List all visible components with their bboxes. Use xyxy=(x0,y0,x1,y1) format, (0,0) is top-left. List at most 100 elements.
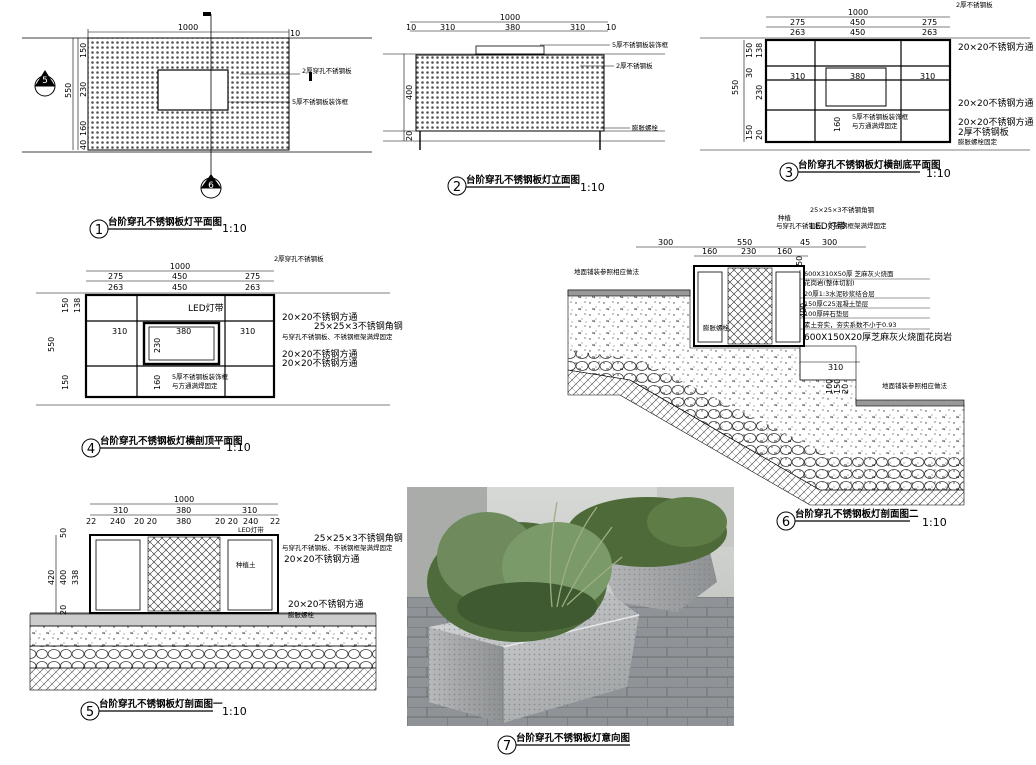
svg-text:420: 420 xyxy=(47,570,56,585)
view-6-section: 300 550 45 300 160 230 160 50 400 310 15… xyxy=(567,205,965,531)
view-3-section-plan: 1000 275 450 275 263 450 263 310 380 310… xyxy=(700,0,1033,182)
svg-text:310: 310 xyxy=(112,327,127,336)
note-perforated-plate: 2厚穿孔不锈钢板 xyxy=(302,66,352,75)
svg-text:4: 4 xyxy=(87,442,95,457)
svg-text:1000: 1000 xyxy=(848,8,868,17)
svg-text:1:10: 1:10 xyxy=(580,181,605,194)
svg-text:1:10: 1:10 xyxy=(222,222,247,235)
svg-text:1:10: 1:10 xyxy=(922,516,947,529)
svg-text:LED灯带: LED灯带 xyxy=(188,303,224,314)
svg-text:275: 275 xyxy=(108,272,123,281)
svg-text:380: 380 xyxy=(505,23,520,32)
svg-text:450: 450 xyxy=(850,28,865,37)
svg-text:20×20不锈钢方通: 20×20不锈钢方通 xyxy=(284,553,359,565)
svg-text:138: 138 xyxy=(73,298,82,313)
svg-text:20 20: 20 20 xyxy=(134,517,157,526)
svg-text:310: 310 xyxy=(790,72,805,81)
svg-text:5厚不锈钢板装饰框: 5厚不锈钢板装饰框 xyxy=(172,372,229,381)
note-frame: 5厚不锈钢板装饰框 xyxy=(292,97,349,106)
svg-text:20 20: 20 20 xyxy=(215,517,238,526)
view-label-6: 6 台阶穿孔不锈钢板灯剖面图二 1:10 xyxy=(776,508,947,531)
svg-text:与穿孔不锈钢板、不锈钢框架满焊固定: 与穿孔不锈钢板、不锈钢框架满焊固定 xyxy=(282,543,393,552)
material-callouts: 600X310X50厚 芝麻灰火烧面 花岗岩(整体切割) 20厚1:3水泥砂浆结… xyxy=(799,269,952,343)
svg-text:450: 450 xyxy=(850,18,865,27)
svg-text:263: 263 xyxy=(922,28,937,37)
perforated-panel xyxy=(415,54,605,132)
svg-text:1000: 1000 xyxy=(500,13,520,22)
view-label-5: 5 台阶穿孔不锈钢板灯剖面图一 1:10 xyxy=(80,698,247,721)
view-2-elevation: 1000 10 310 380 310 10 400 20 5厚不锈钢板装饰框 … xyxy=(383,13,669,196)
svg-text:10: 10 xyxy=(606,23,616,32)
svg-text:50: 50 xyxy=(59,528,68,538)
svg-text:600X310X50厚 芝麻灰火烧面: 600X310X50厚 芝麻灰火烧面 xyxy=(804,269,894,278)
svg-text:450: 450 xyxy=(172,272,187,281)
svg-text:22: 22 xyxy=(86,517,96,526)
svg-text:20×20不锈钢方通: 20×20不锈钢方通 xyxy=(288,598,363,610)
svg-text:2: 2 xyxy=(453,180,461,195)
svg-text:25×25×3不锈钢角钢: 25×25×3不锈钢角钢 xyxy=(810,205,875,214)
svg-text:263: 263 xyxy=(790,28,805,37)
svg-text:3: 3 xyxy=(785,166,793,181)
svg-text:240: 240 xyxy=(243,517,258,526)
svg-text:20: 20 xyxy=(405,131,414,141)
svg-text:160: 160 xyxy=(702,247,717,256)
dim-edge: 10 xyxy=(290,29,300,38)
svg-text:种植: 种植 xyxy=(778,213,792,222)
svg-text:膨胀螺栓: 膨胀螺栓 xyxy=(632,123,659,132)
svg-text:2厚不锈钢板: 2厚不锈钢板 xyxy=(956,0,993,9)
view-label-2: 2 台阶穿孔不锈钢板灯立面图 1:10 xyxy=(447,174,605,196)
svg-text:与方通满焊固定: 与方通满焊固定 xyxy=(172,381,218,390)
svg-text:花岗岩(整体切割): 花岗岩(整体切割) xyxy=(804,278,855,287)
svg-text:160: 160 xyxy=(833,117,842,132)
svg-text:275: 275 xyxy=(790,18,805,27)
svg-text:20: 20 xyxy=(755,130,764,140)
svg-text:550: 550 xyxy=(731,80,740,95)
svg-text:台阶穿孔不锈钢板灯横剖顶平面图: 台阶穿孔不锈钢板灯横剖顶平面图 xyxy=(100,435,243,447)
svg-text:150: 150 xyxy=(61,298,70,313)
svg-text:1000: 1000 xyxy=(174,495,194,504)
section-mark-6: 6 xyxy=(200,174,222,199)
svg-text:150: 150 xyxy=(61,375,70,390)
svg-text:380: 380 xyxy=(176,506,191,515)
svg-text:230: 230 xyxy=(755,85,764,100)
svg-text:400: 400 xyxy=(405,85,414,100)
svg-text:310: 310 xyxy=(440,23,455,32)
svg-text:550: 550 xyxy=(47,337,56,352)
svg-text:与穿孔不锈钢板、不锈钢框架满焊固定: 与穿孔不锈钢板、不锈钢框架满焊固定 xyxy=(776,221,887,230)
svg-text:台阶穿孔不锈钢板灯平面图: 台阶穿孔不锈钢板灯平面图 xyxy=(108,216,222,228)
svg-text:310: 310 xyxy=(240,327,255,336)
dim-width: 1000 xyxy=(178,23,198,32)
svg-text:1:10: 1:10 xyxy=(926,167,951,180)
svg-text:310: 310 xyxy=(828,363,843,372)
svg-text:263: 263 xyxy=(245,283,260,292)
svg-text:150: 150 xyxy=(745,43,754,58)
svg-text:20×20不锈钢方通: 20×20不锈钢方通 xyxy=(958,41,1033,53)
svg-text:300: 300 xyxy=(658,238,673,247)
section-mark-5: 5 xyxy=(34,70,56,97)
planting-soil xyxy=(727,267,773,345)
svg-text:138: 138 xyxy=(755,43,764,58)
svg-text:20×20不锈钢方通: 20×20不锈钢方通 xyxy=(958,97,1033,109)
svg-text:50: 50 xyxy=(795,256,804,266)
svg-text:台阶穿孔不锈钢板灯剖面图一: 台阶穿孔不锈钢板灯剖面图一 xyxy=(99,698,223,710)
svg-text:550: 550 xyxy=(737,238,752,247)
dim-v150: 150 xyxy=(79,43,88,58)
view-1-plan: 1000 10 150 550 230 160 40 2厚穿孔不锈钢板 5厚不锈… xyxy=(22,12,372,239)
svg-text:台阶穿孔不锈钢板灯意向图: 台阶穿孔不锈钢板灯意向图 xyxy=(516,732,630,744)
svg-text:380: 380 xyxy=(176,327,191,336)
svg-text:300: 300 xyxy=(822,238,837,247)
svg-text:338: 338 xyxy=(71,570,80,585)
svg-text:台阶穿孔不锈钢板灯立面图: 台阶穿孔不锈钢板灯立面图 xyxy=(466,174,580,186)
svg-text:600X150X20厚芝麻灰火烧面花岗岩: 600X150X20厚芝麻灰火烧面花岗岩 xyxy=(804,331,952,343)
svg-text:地面铺装参照相应做法: 地面铺装参照相应做法 xyxy=(882,381,948,390)
svg-text:30: 30 xyxy=(745,68,754,78)
view-4-section-plan: 1000 275 450 275 263 450 263 LED灯带 310 3… xyxy=(36,254,403,458)
dim-v550: 550 xyxy=(64,83,73,98)
svg-text:263: 263 xyxy=(108,283,123,292)
svg-text:与穿孔不锈钢板、不锈钢框架满焊固定: 与穿孔不锈钢板、不锈钢框架满焊固定 xyxy=(282,332,393,341)
svg-text:230: 230 xyxy=(741,247,756,256)
svg-text:25×25×3不锈钢角钢: 25×25×3不锈钢角钢 xyxy=(314,320,403,332)
svg-text:1:10: 1:10 xyxy=(226,441,251,454)
planting-soil xyxy=(147,536,221,612)
svg-text:20×20不锈钢方通: 20×20不锈钢方通 xyxy=(282,357,357,369)
